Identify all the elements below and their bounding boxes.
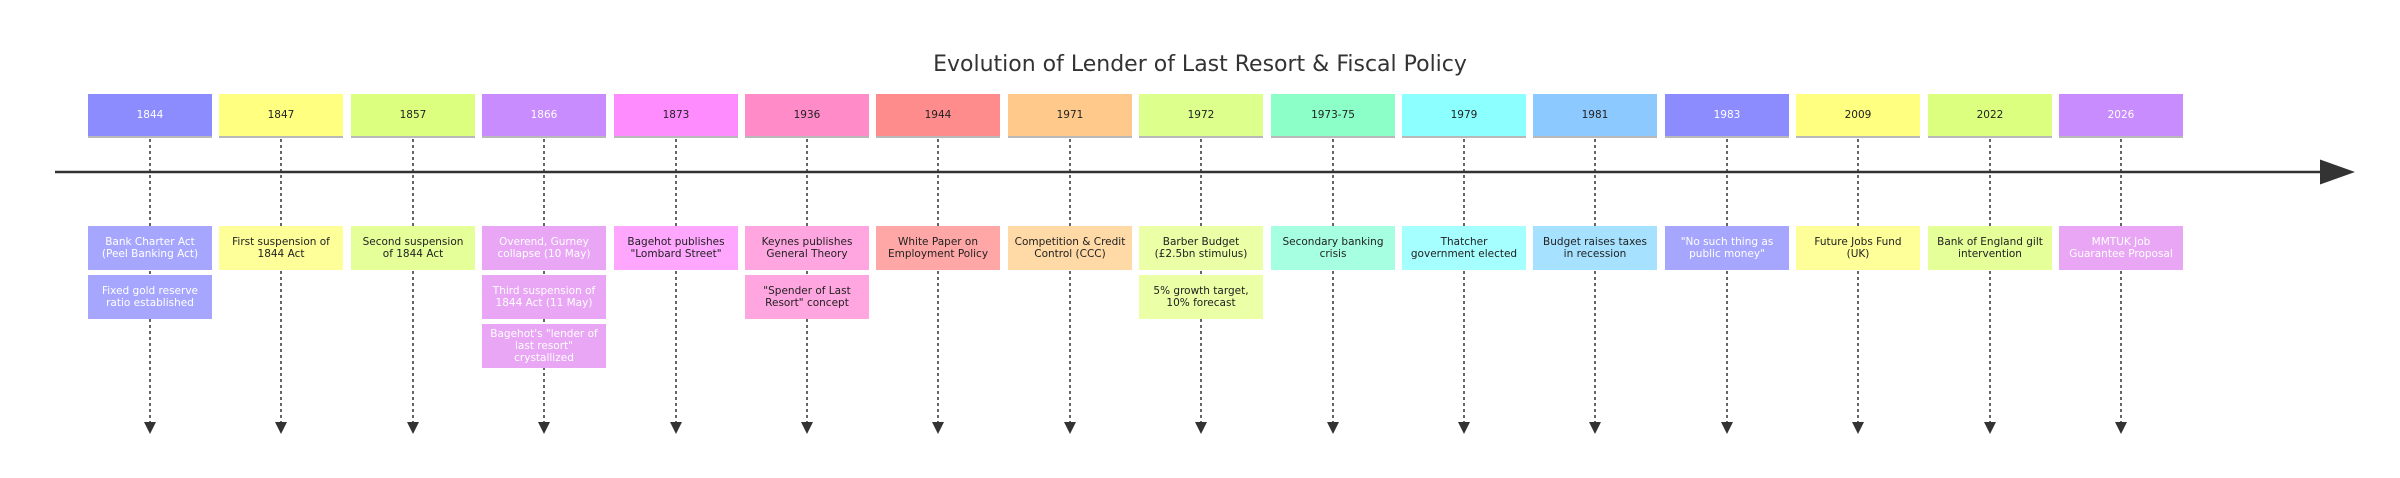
event-text: Bank of England gilt intervention [1937, 236, 2043, 260]
event-text: Competition & Credit Control (CCC) [1014, 236, 1126, 260]
event-text: Third suspension of 1844 Act (11 May) [492, 285, 596, 309]
period-label-box: 1972 [1139, 94, 1263, 138]
period-label-box: 1844 [88, 94, 212, 138]
event-text: MMTUK Job Guarantee Proposal [2069, 236, 2173, 260]
period-label-box: 1971 [1008, 94, 1132, 138]
event-text: "No such thing as public money" [1680, 236, 1774, 260]
period-label-box: 1944 [876, 94, 1000, 138]
event-text: Budget raises taxes in recession [1543, 236, 1647, 260]
event-box: Bagehot's "lender of last resort" crysta… [482, 324, 606, 368]
period-label: 1844 [136, 109, 164, 121]
period-label-box: 1936 [745, 94, 869, 138]
event-text: First suspension of 1844 Act [232, 236, 330, 260]
period-label: 1983 [1713, 109, 1741, 121]
event-text: 5% growth target, 10% forecast [1153, 285, 1249, 309]
period-label: 1973-75 [1311, 109, 1355, 121]
period-label: 1847 [267, 109, 295, 121]
event-box: "No such thing as public money" [1665, 226, 1789, 270]
event-text: "Spender of Last Resort" concept [763, 285, 851, 309]
event-box: MMTUK Job Guarantee Proposal [2059, 226, 2183, 270]
period-label: 2022 [1976, 109, 2004, 121]
period-label: 1866 [530, 109, 558, 121]
diagram-title: Evolution of Lender of Last Resort & Fis… [933, 52, 1467, 77]
event-box: Budget raises taxes in recession [1533, 226, 1657, 270]
event-text: Bagehot's "lender of last resort" crysta… [490, 328, 598, 364]
event-text: Fixed gold reserve ratio established [101, 285, 199, 309]
event-box: Bank of England gilt intervention [1928, 226, 2052, 270]
event-box: Secondary banking crisis [1271, 226, 1395, 270]
period-label-box: 1973-75 [1271, 94, 1395, 138]
event-box: First suspension of 1844 Act [219, 226, 343, 270]
period-label: 1971 [1056, 109, 1084, 121]
event-box: White Paper on Employment Policy [876, 226, 1000, 270]
event-box: Second suspension of 1844 Act [351, 226, 475, 270]
event-text: Barber Budget (£2.5bn stimulus) [1154, 236, 1248, 260]
period-label: 1873 [662, 109, 690, 121]
period-label: 1944 [924, 109, 952, 121]
event-box: Fixed gold reserve ratio established [88, 275, 212, 319]
event-box: Bank Charter Act (Peel Banking Act) [88, 226, 212, 270]
period-label-box: 1981 [1533, 94, 1657, 138]
event-text: White Paper on Employment Policy [887, 236, 989, 260]
event-box: Future Jobs Fund (UK) [1796, 226, 1920, 270]
event-box: Competition & Credit Control (CCC) [1008, 226, 1132, 270]
period-label-box: 2009 [1796, 94, 1920, 138]
event-box: Third suspension of 1844 Act (11 May) [482, 275, 606, 319]
period-label-box: 1983 [1665, 94, 1789, 138]
period-label-box: 1979 [1402, 94, 1526, 138]
event-text: Secondary banking crisis [1282, 236, 1384, 260]
event-text: Bank Charter Act (Peel Banking Act) [101, 236, 199, 260]
period-label: 1857 [399, 109, 427, 121]
period-label: 2026 [2107, 109, 2135, 121]
event-box: "Spender of Last Resort" concept [745, 275, 869, 319]
period-label: 1972 [1187, 109, 1215, 121]
event-box: Bagehot publishes "Lombard Street" [614, 226, 738, 270]
period-label-box: 2026 [2059, 94, 2183, 138]
event-text: Second suspension of 1844 Act [362, 236, 464, 260]
period-label: 1981 [1581, 109, 1609, 121]
period-label: 1979 [1450, 109, 1478, 121]
period-label: 1936 [793, 109, 821, 121]
event-text: Overend, Gurney collapse (10 May) [497, 236, 591, 260]
event-box: Keynes publishes General Theory [745, 226, 869, 270]
period-label-box: 2022 [1928, 94, 2052, 138]
event-text: Keynes publishes General Theory [761, 236, 853, 260]
period-label-box: 1847 [219, 94, 343, 138]
period-label: 2009 [1844, 109, 1872, 121]
event-box: Overend, Gurney collapse (10 May) [482, 226, 606, 270]
period-label-box: 1857 [351, 94, 475, 138]
event-box: Barber Budget (£2.5bn stimulus) [1139, 226, 1263, 270]
period-label-box: 1873 [614, 94, 738, 138]
event-box: Thatcher government elected [1402, 226, 1526, 270]
event-box: 5% growth target, 10% forecast [1139, 275, 1263, 319]
period-label-box: 1866 [482, 94, 606, 138]
event-text: Future Jobs Fund (UK) [1814, 236, 1902, 260]
event-text: Bagehot publishes "Lombard Street" [627, 236, 725, 260]
event-text: Thatcher government elected [1410, 236, 1518, 260]
